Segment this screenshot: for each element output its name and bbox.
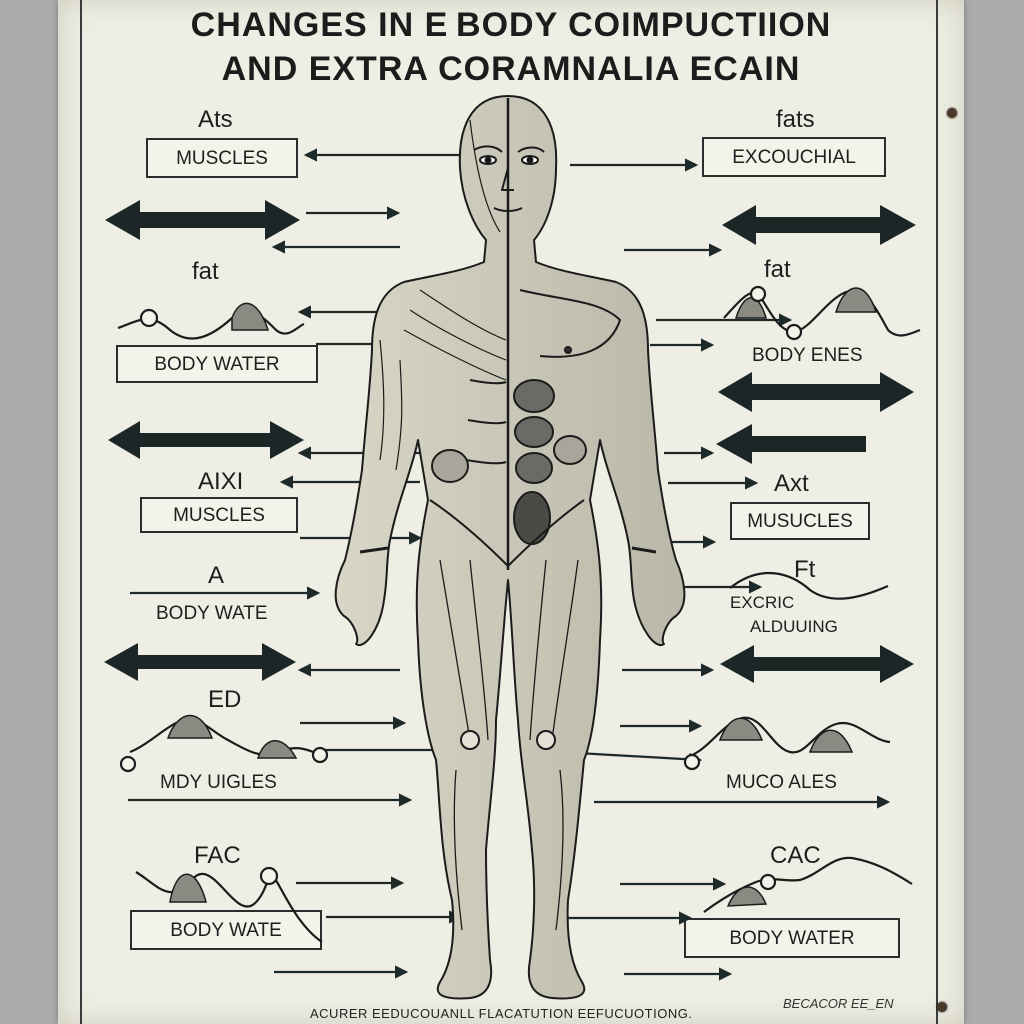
left-box-body-water: BODY WATER [116, 345, 318, 383]
footer-note: BECACOR EE_EN [783, 996, 894, 1011]
anatomy-figure [334, 95, 686, 1000]
right-text-alduuing: ALDUUING [750, 617, 838, 636]
left-label-fat: fat [192, 258, 219, 285]
footer-text: ACURER EEDUCOUANLL FLACATUTION EEFUCUOTI… [310, 1006, 693, 1021]
left-label-3: AIXI [198, 468, 244, 495]
big-arrows [104, 200, 916, 683]
left-label-4: A [208, 562, 225, 589]
left-label-6: FAC [194, 842, 241, 869]
screw-top-right [947, 108, 957, 118]
right-box-body-water: BODY WATER [684, 918, 900, 958]
screw-bottom-right [937, 1002, 947, 1012]
double-arrow-right-1 [722, 205, 916, 245]
double-arrow-left-3 [104, 643, 296, 681]
left-box-body-wate: BODY WATE [130, 910, 322, 950]
right-text-muco-ales: MUCO ALES [726, 772, 837, 793]
right-text-body-enes: BODY ENES [752, 345, 863, 366]
figure-silhouette [334, 95, 686, 1000]
right-label-fats: fats [776, 106, 815, 133]
arrow-right-3 [716, 424, 866, 464]
left-text-mdy-uigles: MDY UIGLES [160, 772, 277, 793]
double-arrow-right-2 [718, 372, 914, 412]
double-arrow-left-1 [105, 200, 300, 240]
right-box-musucles: MUSUCLES [730, 502, 870, 540]
right-label-ft: Ft [794, 556, 816, 583]
double-arrow-right-4 [720, 645, 914, 683]
left-box-muscles-1: MUSCLES [146, 138, 298, 178]
title-line-2: AND EXTRA CORAMNALIA ECAIN [221, 50, 801, 88]
right-box-excouchial: EXCOUCHIAL [702, 137, 886, 177]
wave-graphs [117, 285, 921, 943]
left-label-5: ED [208, 686, 242, 713]
right-label-fat: fat [764, 256, 791, 283]
left-box-muscles-2: MUSCLES [140, 497, 298, 533]
right-label-axt: Axt [774, 470, 809, 497]
double-arrow-left-2 [108, 421, 304, 459]
title-line-1: CHANGES IN E BODY COIMPUCTIION [190, 6, 832, 44]
poster-frame [80, 0, 938, 1024]
right-text-excric: EXCRIC [730, 593, 795, 612]
left-label-1: Ats [198, 106, 233, 133]
left-text-body-wate: BODY WATE [156, 603, 268, 624]
right-label-cac: CAC [770, 842, 821, 869]
